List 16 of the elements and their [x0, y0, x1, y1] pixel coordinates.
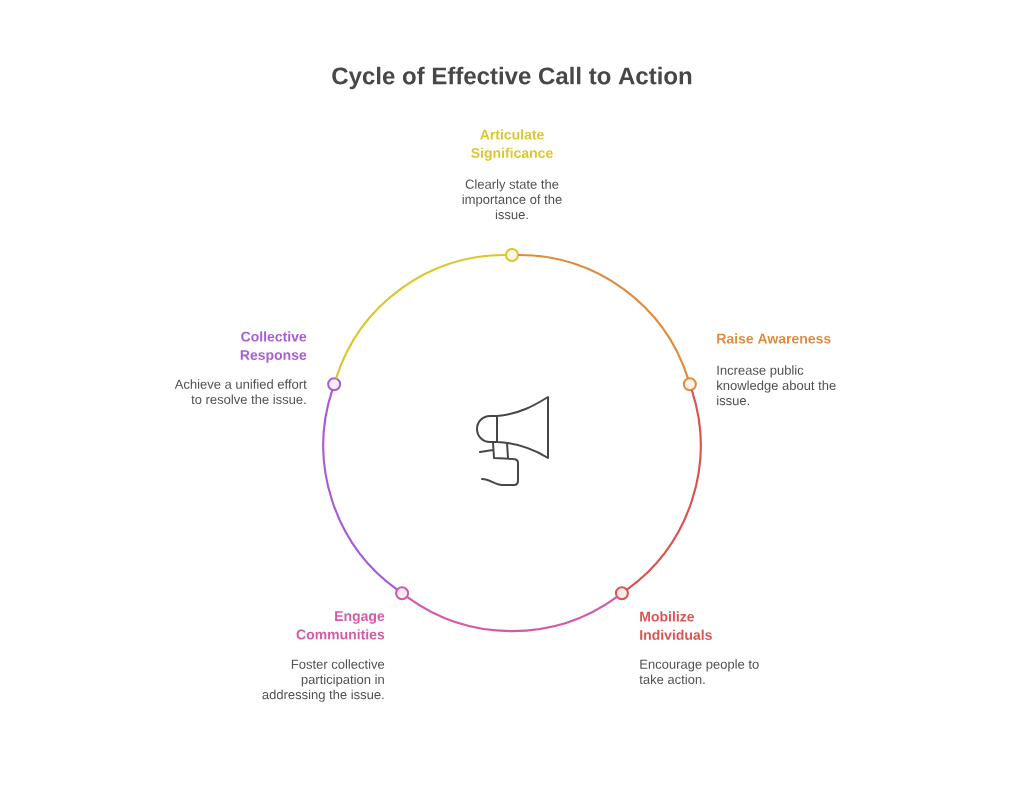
stage-description: Foster collective participation in addressing the issue. — [262, 659, 385, 702]
title: Cycle of Effective Call to Action — [332, 66, 692, 90]
stage-description: Achieve a unified effort to resolve the issue. — [174, 379, 307, 404]
stage-heading: Raise Awareness — [717, 333, 831, 344]
arc-line — [322, 389, 398, 591]
stage-heading: Engage Communities — [296, 611, 385, 640]
arc-line — [406, 596, 618, 633]
stage-heading: Mobilize Individuals — [640, 611, 712, 640]
arc-line — [517, 253, 689, 379]
stage-description: Clearly state the importance of the issue. — [462, 179, 562, 220]
stage-description: Increase public knowledge about the issue. — [717, 365, 836, 406]
stage-description: Encourage people to take action. — [639, 659, 759, 684]
stage-heading: Articulate Significance — [471, 129, 553, 161]
arc-line — [626, 389, 702, 591]
arc-line — [335, 253, 507, 379]
stage-heading: Collective Response — [240, 331, 307, 363]
